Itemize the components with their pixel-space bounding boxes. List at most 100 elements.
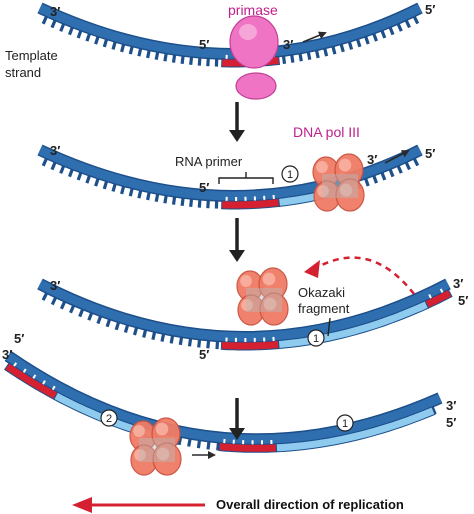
stage3-base-rung (187, 338, 193, 347)
stage1-base-rung (306, 51, 312, 61)
stage4-new-rna-primer-tooth (22, 368, 27, 373)
stage4-dna-pol-iii-highlight (156, 447, 170, 461)
stage1-base-rung (189, 56, 194, 65)
stage1-base-rung (396, 23, 403, 32)
stage2-base-rung (85, 175, 92, 184)
step-1-label-s2: 1 (287, 169, 293, 181)
primase-enzyme (229, 15, 279, 100)
stage2-base-rung (50, 161, 57, 171)
stage1-base-rung (85, 33, 92, 42)
end-label-s1-left-3: 3′ (50, 4, 60, 19)
end-label-s4-left-5: 5′ (14, 331, 24, 346)
stage4-base-rung (177, 436, 183, 446)
stage2-dna-pol-iii (312, 153, 365, 212)
stage4-dna-pol-iii (129, 417, 182, 476)
stage3-template-strand (37, 280, 451, 342)
stage4-okazaki-fragment (275, 406, 436, 453)
stage1-base-rung (355, 38, 362, 48)
stage3-base-rung (160, 333, 166, 342)
stage2-base-rung (76, 171, 83, 181)
stage4-template-strand (5, 352, 442, 444)
stage1-base-rung (323, 47, 329, 57)
stage3-new-rna-primer (424, 288, 453, 309)
stage3-base-rung (132, 326, 139, 336)
stage1-base-rung (128, 45, 134, 55)
stage2-base-rung (364, 177, 370, 187)
rna-primer-label: RNA primer (175, 154, 243, 169)
end-label-s2-primer-5: 5′ (199, 180, 209, 195)
stage3-base-rung (215, 341, 220, 350)
stage1-base-rung (206, 58, 210, 67)
stage3-released-dna-pol-highlight (240, 275, 252, 287)
stage4-new-rna-primer-tooth (13, 362, 18, 367)
okazaki-fragment-label-line2: fragment (298, 301, 350, 316)
stage2-base-rung (128, 187, 134, 197)
stage1-base-rung (137, 48, 143, 57)
stage3-base-rung (41, 292, 49, 301)
stage1-base-rung (171, 54, 177, 63)
primase-label: primase (228, 2, 278, 18)
stage1-base-rung (281, 55, 287, 64)
down-arrow-3-head (229, 428, 245, 440)
stage2-base-rung (154, 193, 160, 203)
stage2-base-rung (146, 191, 151, 201)
end-label-s2-left-3: 3′ (50, 143, 60, 158)
stage2-base-rung (68, 168, 74, 178)
stage3-base-rung (105, 318, 112, 328)
stage1-base-rung (111, 41, 117, 50)
stage1-base-rung (102, 38, 109, 48)
stage1-base-rung (380, 29, 387, 39)
okazaki-fragment-label-line1: Okazaki (298, 285, 345, 300)
stage2-base-rung (404, 161, 411, 171)
stage1-base-rung (290, 54, 295, 63)
end-label-s1-primer-5: 5′ (199, 37, 209, 52)
stage4-new-rna-primer-tooth (42, 380, 46, 385)
overall-direction-arrowhead (72, 497, 92, 513)
end-label-s4-right-3: 3′ (446, 398, 456, 413)
stage1-base-rung (314, 49, 320, 59)
stage2-dna-pol-iii-highlight (317, 185, 329, 197)
stage3-new-rna-primer-tooth (428, 294, 432, 299)
stage2-base-rung (163, 195, 168, 204)
stage4-dna-pol-iii-highlight (155, 422, 169, 436)
stage1-base-rung (146, 49, 151, 59)
stage2-base-rung (396, 165, 403, 174)
stage2-base-rung (120, 185, 126, 195)
stage2-base-rung (206, 200, 210, 209)
stage2-base-rung (372, 175, 378, 184)
stage3-base-rung (87, 312, 94, 321)
stage1-base-rung (154, 51, 160, 61)
stage3-base-rung (114, 321, 121, 331)
step-1-circle-s2 (281, 165, 299, 183)
stage1-base-rung (339, 43, 345, 53)
template-strand-label-line2: strand (5, 65, 41, 80)
recycle-dashed-arrowhead (304, 260, 320, 278)
end-label-s1-primer-3: 3′ (283, 37, 293, 52)
stage1-base-rung (347, 41, 354, 50)
stage1-base-rung (50, 19, 57, 29)
stage2-base-rung (189, 198, 194, 207)
stage1-base-rung (404, 19, 411, 29)
primase-body (229, 15, 279, 69)
stage3-base-rung (142, 329, 148, 338)
stage3-base-rung (169, 335, 175, 344)
step-2-circle (100, 409, 118, 427)
rna-primer-bracket (218, 172, 274, 184)
okazaki-leader-line (327, 317, 331, 337)
stage4-dna-pol-iii-clamp (139, 438, 175, 462)
stage2-base-rung (102, 180, 109, 190)
stage1-base-rung (197, 57, 202, 66)
end-label-s3-right-3: 3′ (453, 276, 463, 291)
end-label-s4-right-5: 5′ (446, 415, 456, 430)
stage1-base-rung (59, 23, 66, 32)
primase-lower-lobe (235, 72, 277, 100)
stage4-dna-pol-iii-highlight (133, 425, 145, 437)
stage2-base-rung (171, 196, 177, 205)
stage3-base-rung (206, 340, 211, 349)
primase-highlight (239, 24, 257, 40)
stage1-base-rung (68, 26, 74, 36)
stage1-base-rung (298, 53, 303, 62)
stage1-base-rung (180, 55, 185, 64)
stage2-dna-pol-iii-highlight (316, 161, 328, 173)
stage3-new-rna-primer-tooth (439, 288, 444, 293)
